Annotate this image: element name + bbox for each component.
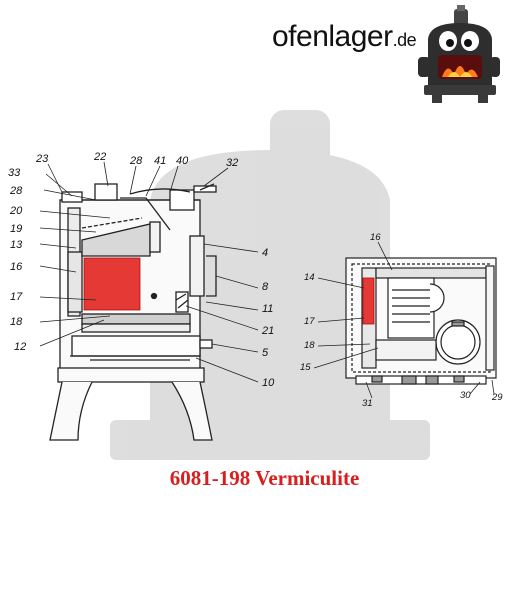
highlighted-part-right [362,277,375,325]
callout-label: 28 [129,155,143,167]
callout-label: 10 [262,377,275,389]
callout-label: 28 [9,185,23,197]
brand-logo[interactable]: ofenlager.de [272,20,417,54]
callout-label: 13 [10,239,23,251]
callout-label: 15 [300,362,311,373]
callout-label: 14 [304,272,315,283]
callout-label: 22 [93,151,106,163]
callout-label: 29 [491,392,503,403]
callout-label: 4 [262,247,268,259]
highlighted-part-left [83,257,141,311]
stove-side-section [49,183,217,441]
callout-label: 19 [10,223,22,235]
callout-label: 32 [226,157,238,169]
callout-label: 16 [370,232,381,243]
leader-lines-right [313,241,495,399]
callout-label: 31 [362,398,373,409]
logo-domain: .de [392,30,417,50]
stove-mascot-icon [418,5,500,103]
logo-text: ofenlager [272,20,393,53]
callout-label: 12 [14,341,26,353]
callout-label: 41 [154,155,166,167]
callout-label: 20 [9,205,23,217]
callout-label: 21 [261,325,274,337]
callout-label: 33 [8,167,21,179]
callout-labels-right: 16 14 17 18 15 31 30 29 [300,232,503,409]
callout-label: 16 [10,261,23,273]
callout-label: 40 [176,155,189,167]
callout-label: 18 [304,340,315,351]
callout-label: 5 [262,347,269,359]
callout-label: 18 [10,316,23,328]
leader-lines-left [39,161,259,383]
callout-label: 17 [10,291,23,303]
callout-labels-left: 23 22 28 41 40 32 33 28 20 19 13 16 17 1… [8,151,275,389]
callout-label: 11 [262,303,273,315]
callout-label: 8 [262,281,269,293]
callout-label: 30 [460,390,471,401]
watermark-mascot [110,110,430,460]
callout-label: 23 [35,153,49,165]
part-caption: 6081-198 Vermiculite [169,466,360,490]
callout-label: 17 [304,316,315,327]
